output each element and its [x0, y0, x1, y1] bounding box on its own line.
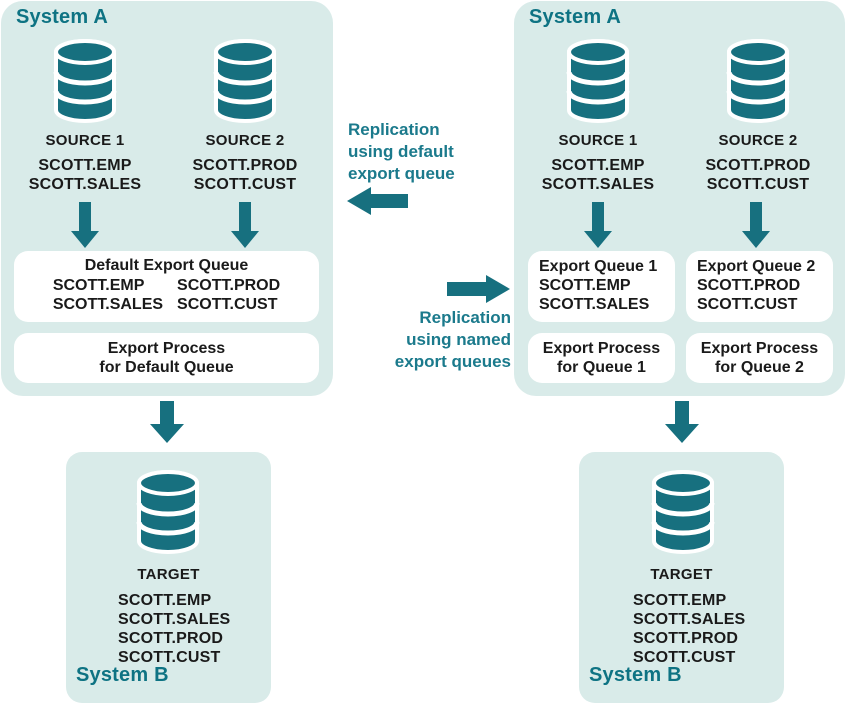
replication-default-label: Replication using default export queue — [348, 119, 508, 185]
database-icon — [132, 468, 204, 558]
table-name: SCOTT.EMP — [38, 157, 132, 174]
source2-tables: SCOTT.PROD SCOTT.CUST — [688, 156, 828, 194]
source2-label: SOURCE 2 — [718, 132, 798, 149]
queue-column-2: SCOTT.PROD SCOTT.CUST — [177, 276, 280, 314]
arrow-down-icon — [150, 401, 184, 443]
label-line: Replication — [348, 120, 440, 139]
source1-label: SOURCE 1 — [45, 132, 125, 149]
process-line: Export Process — [700, 340, 819, 357]
table-name: SCOTT.SALES — [52, 296, 164, 313]
queue-box-title: Default Export Queue — [84, 257, 249, 274]
arrow-down-icon — [71, 202, 99, 248]
table-name: SCOTT.CUST — [118, 649, 221, 666]
system-a-title: System A — [529, 6, 622, 28]
table-name: SCOTT.PROD — [705, 157, 811, 174]
label-line: using named — [406, 330, 511, 349]
export-queue-1-box: Export Queue 1 SCOTT.EMP SCOTT.SALES — [528, 251, 675, 322]
table-name: SCOTT.SALES — [539, 296, 650, 313]
table-name: SCOTT.PROD — [177, 277, 281, 294]
table-name: SCOTT.EMP — [539, 277, 631, 294]
table-name: SCOTT.EMP — [52, 277, 145, 294]
process-line: for Queue 2 — [715, 359, 804, 376]
table-name: SCOTT.EMP — [118, 592, 212, 609]
table-name: SCOTT.PROD — [697, 277, 801, 294]
database-icon — [647, 468, 719, 558]
replication-named-label: Replication using named export queues — [340, 307, 511, 373]
export-process-box: Export Process for Default Queue — [14, 333, 319, 383]
source1-tables: SCOTT.EMP SCOTT.SALES — [528, 156, 668, 194]
export-process-1-box: Export Process for Queue 1 — [528, 333, 675, 383]
source1-label: SOURCE 1 — [558, 132, 638, 149]
export-queue-2-box: Export Queue 2 SCOTT.PROD SCOTT.CUST — [686, 251, 833, 322]
table-name: SCOTT.CUST — [706, 176, 810, 193]
table-name: SCOTT.EMP — [633, 592, 727, 609]
table-name: SCOTT.CUST — [633, 649, 736, 666]
table-name: SCOTT.SALES — [541, 176, 655, 193]
table-name: SCOTT.CUST — [177, 296, 278, 313]
panel-system-b-named: TARGET SCOTT.EMP SCOTT.SALES SCOTT.PROD … — [579, 452, 784, 703]
target-tables: SCOTT.EMP SCOTT.SALES SCOTT.PROD SCOTT.C… — [633, 591, 745, 667]
table-name: SCOTT.PROD — [192, 157, 298, 174]
export-process-2-box: Export Process for Queue 2 — [686, 333, 833, 383]
target-tables: SCOTT.EMP SCOTT.SALES SCOTT.PROD SCOTT.C… — [118, 591, 230, 667]
arrow-down-icon — [742, 202, 770, 248]
table-name: SCOTT.CUST — [193, 176, 297, 193]
table-name: SCOTT.EMP — [551, 157, 645, 174]
panel-system-a-named: System A SOURCE 1 SOURCE 2 SCOTT.EMP SCO… — [514, 1, 845, 396]
label-line: Replication — [419, 308, 511, 327]
system-a-title: System A — [16, 6, 109, 28]
arrow-down-icon — [665, 401, 699, 443]
default-export-queue-box: Default Export Queue SCOTT.EMP SCOTT.SAL… — [14, 251, 319, 322]
table-name: SCOTT.CUST — [697, 296, 798, 313]
database-icon — [722, 37, 794, 127]
label-line: using default — [348, 142, 454, 161]
table-name: SCOTT.SALES — [118, 611, 231, 628]
table-name: SCOTT.PROD — [633, 630, 739, 647]
process-line: Export Process — [107, 340, 226, 357]
database-icon — [49, 37, 121, 127]
process-line: for Queue 1 — [557, 359, 646, 376]
label-line: export queue — [348, 164, 455, 183]
system-b-title: System B — [589, 664, 682, 686]
target-label: TARGET — [650, 566, 713, 583]
source2-tables: SCOTT.PROD SCOTT.CUST — [175, 156, 315, 194]
label-line: export queues — [394, 352, 511, 371]
table-name: SCOTT.SALES — [633, 611, 746, 628]
queue-column-1: SCOTT.EMP SCOTT.SALES — [53, 276, 163, 314]
target-label: TARGET — [137, 566, 200, 583]
arrow-down-icon — [584, 202, 612, 248]
source2-label: SOURCE 2 — [205, 132, 285, 149]
process-line: Export Process — [542, 340, 661, 357]
queue-box-title: Export Queue 2 — [697, 258, 816, 275]
arrow-right-icon — [447, 275, 510, 303]
arrow-left-icon — [347, 187, 408, 215]
arrow-down-icon — [231, 202, 259, 248]
database-icon — [209, 37, 281, 127]
panel-system-a-default: System A SOURCE 1 SOURCE 2 SCOTT.EMP SCO… — [1, 1, 333, 396]
queue-box-title: Export Queue 1 — [539, 258, 658, 275]
process-line: for Default Queue — [99, 359, 234, 376]
queue-table-columns: SCOTT.EMP SCOTT.SALES SCOTT.PROD SCOTT.C… — [14, 276, 319, 314]
table-name: SCOTT.PROD — [118, 630, 224, 647]
source1-tables: SCOTT.EMP SCOTT.SALES — [15, 156, 155, 194]
database-icon — [562, 37, 634, 127]
system-b-title: System B — [76, 664, 169, 686]
table-name: SCOTT.SALES — [28, 176, 142, 193]
panel-system-b-default: TARGET SCOTT.EMP SCOTT.SALES SCOTT.PROD … — [66, 452, 271, 703]
